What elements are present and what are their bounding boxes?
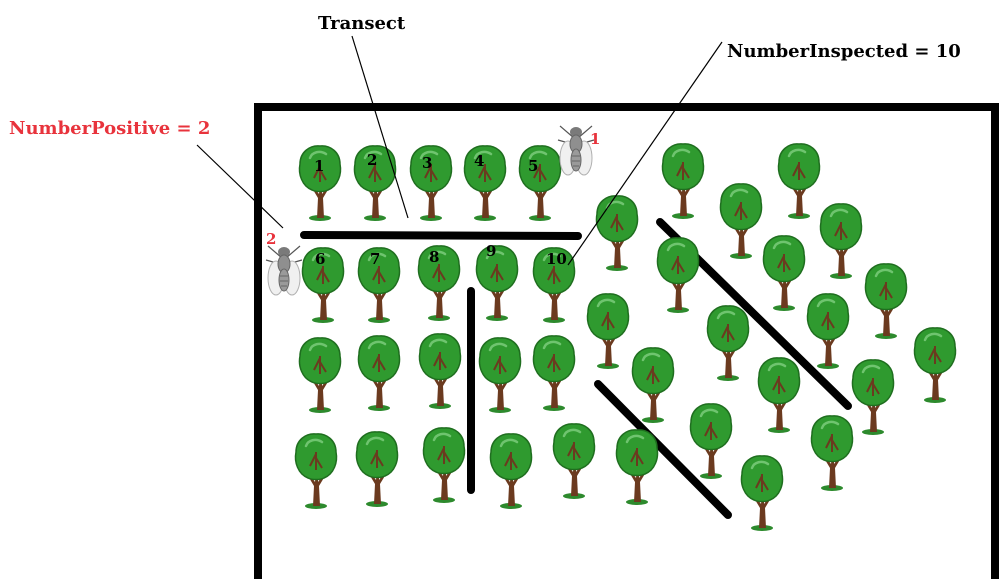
tree-icon bbox=[294, 432, 338, 511]
tree-icon bbox=[355, 430, 399, 509]
tree-icon bbox=[762, 234, 806, 313]
tree-icon bbox=[740, 454, 784, 533]
number-positive-label: NumberPositive = 2 bbox=[9, 118, 210, 139]
number-positive-leader-line bbox=[196, 144, 284, 229]
tree-icon bbox=[518, 144, 562, 223]
tree-number: 10 bbox=[546, 250, 567, 268]
tree-number: 2 bbox=[367, 151, 377, 169]
tree-icon bbox=[631, 346, 675, 425]
transect-label: Transect bbox=[318, 13, 406, 34]
number-inspected-leader-line bbox=[567, 41, 723, 266]
tree-icon bbox=[532, 334, 576, 413]
tree-icon bbox=[586, 292, 630, 371]
tree-icon bbox=[719, 182, 763, 261]
tree-icon bbox=[475, 244, 519, 323]
walking-path-3 bbox=[594, 380, 732, 519]
tree-icon bbox=[478, 336, 522, 415]
tree-number: 1 bbox=[314, 157, 324, 175]
tree-icon bbox=[418, 332, 462, 411]
transect-leader-line bbox=[351, 35, 409, 219]
transect-line bbox=[300, 231, 582, 240]
tree-icon bbox=[913, 326, 957, 405]
tree-icon bbox=[851, 358, 895, 437]
tree-number: 3 bbox=[422, 154, 432, 172]
orchard-boundary bbox=[254, 103, 999, 579]
tree-icon bbox=[463, 144, 507, 223]
fly-number: 2 bbox=[266, 230, 276, 248]
tree-icon bbox=[706, 304, 750, 383]
tree-number: 5 bbox=[528, 157, 538, 175]
tree-number: 9 bbox=[486, 242, 496, 260]
fly-icon bbox=[557, 125, 595, 176]
tree-icon bbox=[615, 428, 659, 507]
tree-icon bbox=[298, 336, 342, 415]
tree-icon bbox=[806, 292, 850, 371]
tree-icon bbox=[595, 194, 639, 273]
tree-icon bbox=[819, 202, 863, 281]
tree-icon bbox=[552, 422, 596, 501]
fly-icon bbox=[265, 245, 303, 296]
tree-icon bbox=[661, 142, 705, 221]
tree-number: 4 bbox=[474, 152, 484, 170]
number-inspected-label: NumberInspected = 10 bbox=[727, 41, 961, 62]
tree-icon bbox=[357, 334, 401, 413]
tree-icon bbox=[422, 426, 466, 505]
tree-number: 7 bbox=[370, 250, 380, 268]
tree-number: 6 bbox=[315, 250, 325, 268]
tree-icon bbox=[777, 142, 821, 221]
fly-number: 1 bbox=[590, 130, 600, 148]
tree-icon bbox=[810, 414, 854, 493]
tree-number: 8 bbox=[429, 248, 439, 266]
tree-icon bbox=[689, 402, 733, 481]
tree-icon bbox=[864, 262, 908, 341]
tree-icon bbox=[489, 432, 533, 511]
tree-icon bbox=[656, 236, 700, 315]
tree-icon bbox=[757, 356, 801, 435]
